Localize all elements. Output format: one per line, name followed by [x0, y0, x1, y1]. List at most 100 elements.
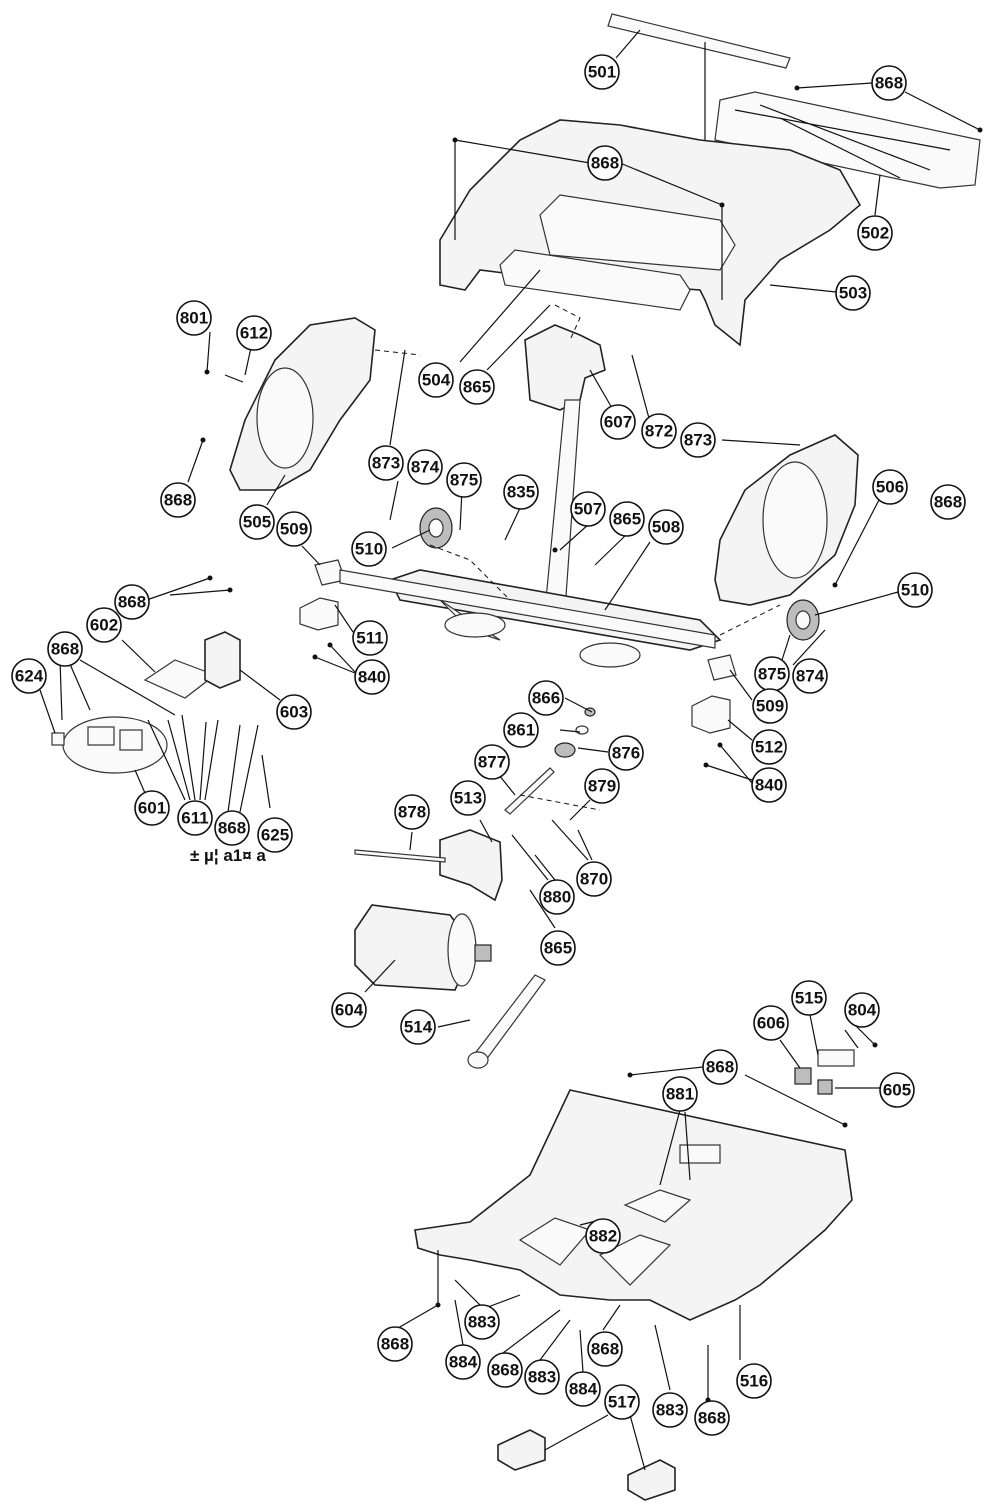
svg-text:868: 868: [591, 1340, 619, 1359]
svg-text:514: 514: [404, 1018, 433, 1037]
callout-624: 624: [11, 658, 47, 694]
svg-text:865: 865: [613, 510, 641, 529]
svg-text:605: 605: [883, 1081, 911, 1100]
svg-text:606: 606: [757, 1014, 785, 1033]
svg-text:873: 873: [372, 454, 400, 473]
callout-840: 840: [354, 659, 390, 695]
part-517-foot-left: [497, 1429, 546, 1471]
svg-text:511: 511: [356, 629, 383, 648]
callout-840: 840: [751, 767, 787, 803]
callout-868: 868: [160, 482, 196, 518]
callout-502: 502: [857, 215, 893, 251]
svg-text:801: 801: [180, 309, 208, 328]
callout-604: 604: [331, 992, 367, 1028]
svg-text:508: 508: [652, 518, 680, 537]
svg-text:504: 504: [422, 371, 451, 390]
svg-text:510: 510: [901, 581, 929, 600]
callout-515: 515: [791, 980, 827, 1016]
svg-text:875: 875: [450, 471, 478, 490]
part-876: [554, 742, 576, 758]
callout-501: 501: [584, 54, 620, 90]
part-511-bracket: [299, 597, 339, 631]
svg-text:883: 883: [468, 1313, 496, 1332]
svg-text:868: 868: [381, 1335, 409, 1354]
svg-text:884: 884: [449, 1353, 478, 1372]
callout-804: 804: [844, 992, 880, 1028]
svg-text:602: 602: [90, 616, 118, 635]
part-624: [51, 732, 65, 746]
callout-506: 506: [872, 469, 908, 505]
callout-603: 603: [276, 694, 312, 730]
callout-835: 835: [503, 474, 539, 510]
callout-868: 868: [930, 484, 966, 520]
svg-text:509: 509: [756, 697, 784, 716]
part-501-trim-strip: [607, 13, 791, 69]
callout-874: 874: [407, 449, 443, 485]
svg-text:884: 884: [569, 1380, 598, 1399]
callout-879: 879: [584, 768, 620, 804]
svg-text:507: 507: [574, 500, 602, 519]
callout-866: 866: [528, 680, 564, 716]
callout-861: 861: [503, 712, 539, 748]
svg-text:516: 516: [740, 1372, 768, 1391]
svg-text:868: 868: [51, 640, 79, 659]
callout-884: 884: [445, 1344, 481, 1380]
svg-text:875: 875: [758, 665, 786, 684]
svg-text:876: 876: [612, 744, 640, 763]
svg-text:874: 874: [411, 458, 440, 477]
svg-text:505: 505: [243, 513, 271, 532]
callout-883: 883: [524, 1359, 560, 1395]
svg-text:868: 868: [218, 819, 246, 838]
callout-868: 868: [702, 1049, 738, 1085]
callout-873: 873: [680, 422, 716, 458]
callout-868: 868: [377, 1326, 413, 1362]
callout-507: 507: [570, 491, 606, 527]
svg-text:625: 625: [261, 826, 289, 845]
svg-text:607: 607: [604, 413, 632, 432]
svg-text:868: 868: [934, 493, 962, 512]
callout-517: 517: [604, 1384, 640, 1420]
part-512-bracket: [691, 695, 731, 734]
part-603-transformer: [204, 631, 241, 689]
svg-text:603: 603: [280, 703, 308, 722]
callout-883: 883: [464, 1304, 500, 1340]
svg-text:870: 870: [580, 870, 608, 889]
part-605: [817, 1079, 833, 1095]
callout-868: 868: [587, 1331, 623, 1367]
callout-868: 868: [47, 631, 83, 667]
callout-511: 511: [352, 620, 388, 656]
parts-drawings: [51, 13, 981, 1501]
svg-text:883: 883: [528, 1368, 556, 1387]
svg-text:804: 804: [848, 1001, 877, 1020]
svg-text:868: 868: [118, 593, 146, 612]
callout-513: 513: [450, 780, 486, 816]
callout-606: 606: [753, 1005, 789, 1041]
svg-text:868: 868: [875, 74, 903, 93]
svg-text:878: 878: [398, 803, 426, 822]
callout-868: 868: [587, 145, 623, 181]
svg-text:840: 840: [755, 776, 783, 795]
callout-607: 607: [600, 404, 636, 440]
svg-text:874: 874: [796, 667, 825, 686]
callout-510: 510: [897, 572, 933, 608]
svg-text:868: 868: [164, 491, 192, 510]
callout-602: 602: [86, 607, 122, 643]
svg-text:612: 612: [240, 324, 268, 343]
svg-text:865: 865: [544, 939, 572, 958]
svg-text:868: 868: [591, 154, 619, 173]
screw-markers: [200, 85, 983, 1403]
svg-text:877: 877: [478, 753, 506, 772]
part-607-lift-motor: [524, 324, 606, 411]
svg-text:866: 866: [532, 689, 560, 708]
svg-text:503: 503: [839, 284, 867, 303]
svg-text:601: 601: [138, 799, 166, 818]
callout-878: 878: [394, 794, 430, 830]
svg-text:506: 506: [876, 478, 904, 497]
callout-509: 509: [276, 511, 312, 547]
callout-865: 865: [459, 369, 495, 405]
part-504-lower-panel: [499, 249, 691, 311]
svg-text:881: 881: [666, 1085, 694, 1104]
callout-884: 884: [565, 1371, 601, 1407]
svg-text:624: 624: [15, 667, 44, 686]
